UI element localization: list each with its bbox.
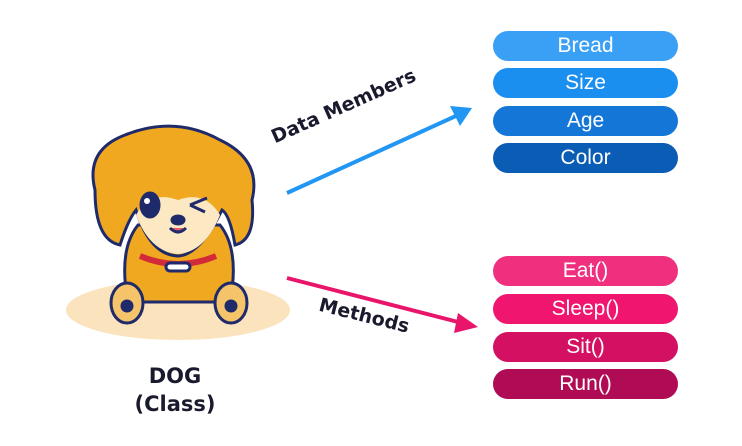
method-sleep: Sleep() <box>493 294 678 324</box>
class-name: DOG <box>148 364 202 388</box>
data-member-bread: Bread <box>493 31 678 61</box>
method-eat: Eat() <box>493 256 678 286</box>
data-members-arrowhead <box>450 106 472 126</box>
methods-arrow <box>286 276 463 325</box>
method-run: Run() <box>493 369 678 399</box>
dog <box>91 124 256 325</box>
arrows <box>286 106 478 333</box>
data-members-arrow <box>286 113 459 195</box>
methods-arrowhead <box>454 313 478 333</box>
method-sit: Sit() <box>493 332 678 362</box>
data-member-color: Color <box>493 143 678 173</box>
data-member-size: Size <box>493 68 678 98</box>
class-kind: (Class) <box>134 392 216 416</box>
data-member-age: Age <box>493 106 678 136</box>
